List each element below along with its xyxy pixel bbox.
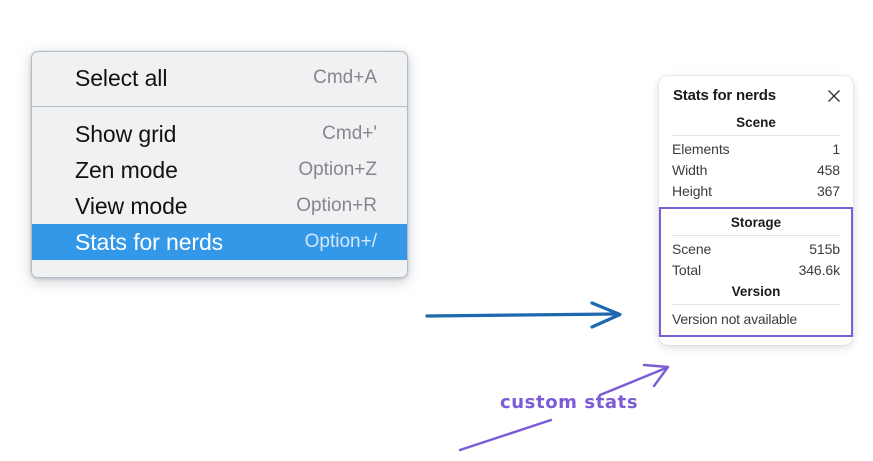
stat-key: Total [672, 262, 702, 278]
stats-version-section: Version Version not available [672, 281, 840, 329]
menu-item-label: Stats for nerds [75, 228, 224, 255]
menu-group-edit: Select all Cmd+A [32, 52, 407, 106]
menu-item-shortcut: Option+R [296, 195, 377, 216]
menu-item-label: Zen mode [75, 156, 178, 183]
menu-group-view: Show grid Cmd+' Zen mode Option+Z View m… [32, 107, 407, 260]
purple-underline-stroke [458, 418, 553, 452]
section-heading-storage: Storage [730, 215, 782, 230]
stat-key: Height [672, 183, 712, 199]
menu-item-label: View mode [75, 192, 188, 219]
menu-item-select-all[interactable]: Select all Cmd+A [32, 60, 407, 96]
menu-item-shortcut: Cmd+A [313, 67, 377, 88]
custom-stats-region: Storage Scene 515b Total 346.6k Version … [659, 207, 853, 337]
section-divider [672, 135, 840, 136]
close-icon[interactable] [826, 88, 842, 104]
stat-key: Width [672, 162, 708, 178]
stats-panel-header: Stats for nerds [659, 87, 853, 104]
menu-bottom-padding [32, 260, 407, 277]
stat-value: 458 [816, 162, 840, 178]
stat-key: Scene [672, 241, 712, 257]
menu-item-label: Select all [75, 64, 168, 91]
stats-for-nerds-panel: Stats for nerds Scene Elements 1 Width 4… [659, 76, 853, 345]
stat-key: Elements [672, 141, 730, 157]
context-menu[interactable]: Select all Cmd+A Show grid Cmd+' Zen mod… [31, 51, 408, 278]
purple-arrow-annotation [598, 363, 670, 397]
stats-scene-section: Scene Elements 1 Width 458 Height 367 [659, 113, 853, 202]
menu-item-view-mode[interactable]: View mode Option+R [32, 188, 407, 224]
custom-stats-annotation-label: custom stats [500, 392, 639, 413]
section-divider [672, 235, 840, 236]
stat-value: 367 [816, 183, 840, 199]
menu-item-shortcut: Option+Z [298, 159, 377, 180]
stat-row-storage-total: Total 346.6k [672, 260, 840, 281]
section-heading-version: Version [731, 284, 781, 299]
stat-row-height: Height 367 [672, 181, 840, 202]
menu-item-show-grid[interactable]: Show grid Cmd+' [32, 116, 407, 152]
menu-item-shortcut: Option+/ [304, 231, 377, 252]
stat-value: 346.6k [798, 262, 841, 278]
stat-value: 515b [809, 241, 840, 257]
stat-value: 1 [832, 141, 840, 157]
section-divider [672, 304, 840, 305]
stats-panel-title: Stats for nerds [673, 87, 776, 104]
stats-storage-section: Storage Scene 515b Total 346.6k [672, 212, 840, 281]
stat-row-width: Width 458 [672, 160, 840, 181]
menu-item-shortcut: Cmd+' [322, 123, 377, 144]
blue-arrow-annotation [425, 301, 622, 329]
menu-item-zen-mode[interactable]: Zen mode Option+Z [32, 152, 407, 188]
menu-separator [32, 106, 407, 107]
section-heading-scene: Scene [736, 115, 776, 130]
menu-item-label: Show grid [75, 120, 177, 147]
version-not-available-text: Version not available [672, 311, 797, 327]
menu-item-stats-for-nerds[interactable]: Stats for nerds Option+/ [32, 224, 407, 260]
stat-row-storage-scene: Scene 515b [672, 239, 840, 260]
stat-row-elements: Elements 1 [672, 139, 840, 160]
